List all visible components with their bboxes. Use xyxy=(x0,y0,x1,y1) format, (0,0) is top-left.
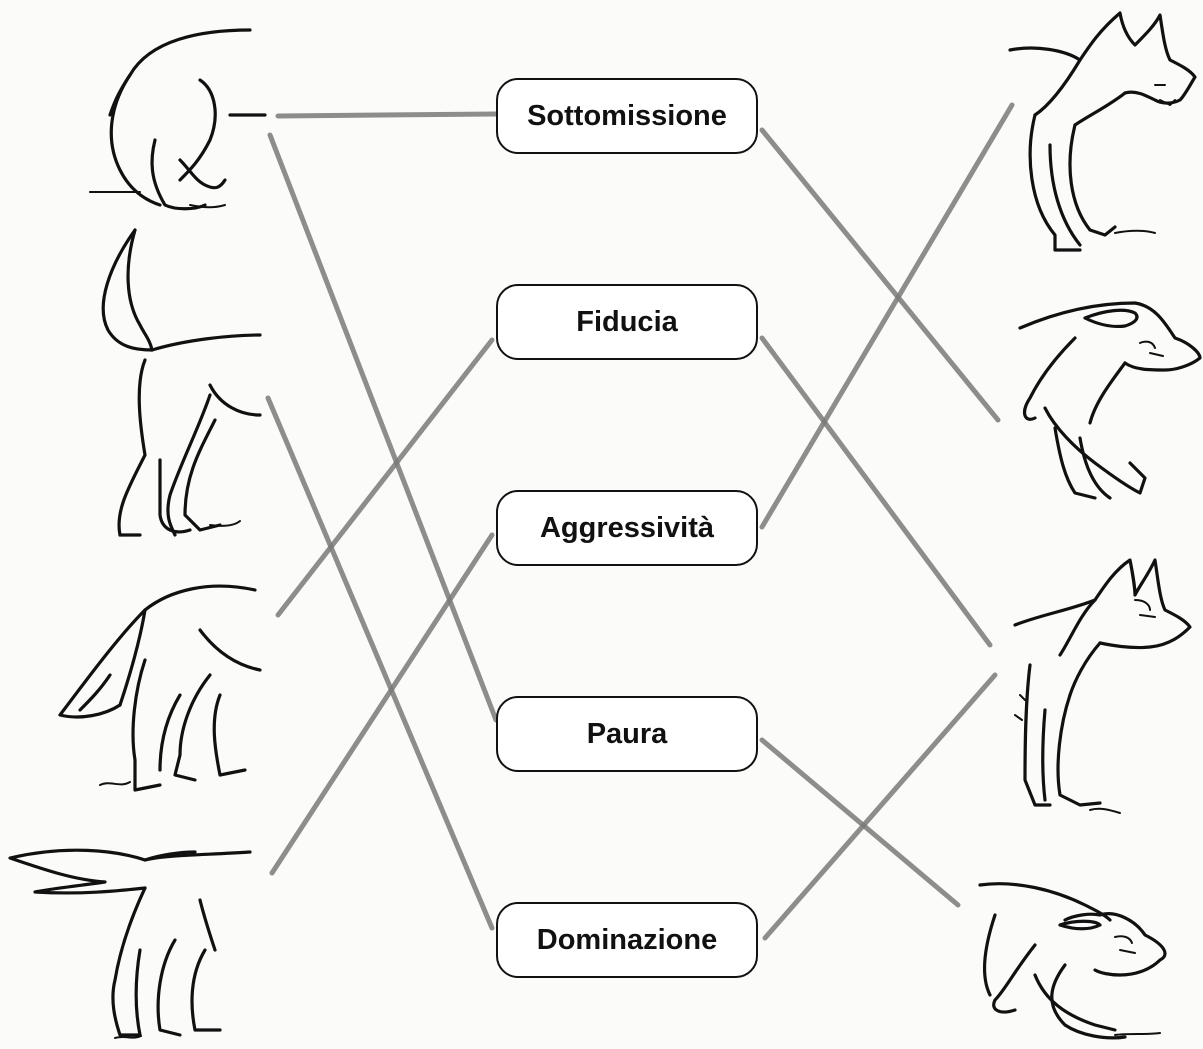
connection-line xyxy=(765,675,995,938)
connection-line xyxy=(762,130,998,420)
label-aggressivita[interactable]: Aggressività xyxy=(496,490,758,566)
connection-line xyxy=(268,398,492,928)
connection-line xyxy=(278,340,492,615)
wolf-snarling-icon[interactable] xyxy=(1005,5,1200,260)
connection-line xyxy=(762,338,990,645)
label-dominazione[interactable]: Dominazione xyxy=(496,902,758,978)
connection-line xyxy=(762,740,958,905)
wolf-tail-straight-icon[interactable] xyxy=(5,840,255,1045)
label-fiducia[interactable]: Fiducia xyxy=(496,284,758,360)
wolf-ears-back-icon[interactable] xyxy=(1015,298,1203,508)
label-paura[interactable]: Paura xyxy=(496,696,758,772)
wolf-tail-tucked-icon[interactable] xyxy=(80,20,280,220)
label-sottomissione[interactable]: Sottomissione xyxy=(496,78,758,154)
connection-line xyxy=(762,105,1012,527)
wolf-crouching-icon[interactable] xyxy=(975,875,1180,1045)
connection-line xyxy=(278,114,496,116)
wolf-tail-up-icon[interactable] xyxy=(90,225,275,545)
connection-line xyxy=(272,535,492,873)
wolf-tail-low-icon[interactable] xyxy=(50,580,275,800)
wolf-alert-icon[interactable] xyxy=(1000,555,1200,825)
connection-line xyxy=(270,135,496,720)
